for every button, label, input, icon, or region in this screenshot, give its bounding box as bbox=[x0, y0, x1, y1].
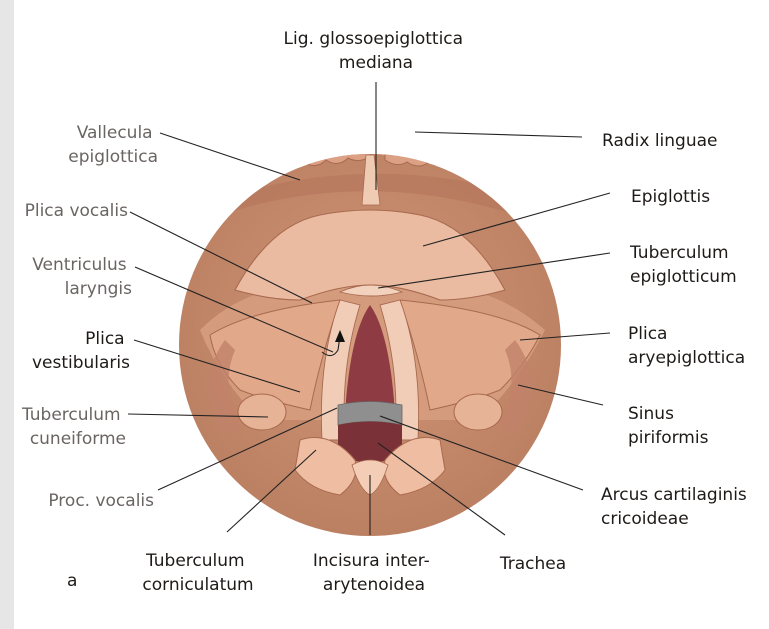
tuberculum-cuneiforme-right-shape bbox=[453, 393, 503, 431]
panel-letter: a bbox=[67, 571, 77, 591]
plica-vestibularis-right-shape bbox=[399, 299, 541, 411]
label-plica-aryepiglottica: Plica aryepiglottica bbox=[628, 324, 745, 368]
label-lig-glossoepiglottica-line2: mediana bbox=[339, 53, 413, 73]
label-vallecula: Vallecula epiglottica bbox=[68, 123, 158, 167]
label-ventriculus-line2: laryngis bbox=[65, 279, 132, 299]
label-vallecula-line2: epiglottica bbox=[68, 147, 158, 167]
label-sinus-piriformis: Sinus piriformis bbox=[628, 404, 709, 448]
label-plica-vestibularis-line1: Plica bbox=[85, 329, 124, 349]
tuberculum-cuneiforme-left-shape bbox=[237, 393, 287, 431]
label-sinus-piriformis-line2: piriformis bbox=[628, 428, 709, 448]
label-vallecula-line1: Vallecula bbox=[77, 123, 153, 143]
label-tuberculum-cuneiforme-line1: Tuberculum bbox=[21, 405, 121, 425]
tuberculum-epiglotticum-shape bbox=[338, 284, 404, 297]
label-incisura-interarytenoidea: Incisura inter- arytenoidea bbox=[313, 551, 435, 595]
label-tuberculum-corniculatum-line1: Tuberculum bbox=[145, 551, 245, 571]
label-tuberculum-cuneiforme-line2: cuneiforme bbox=[30, 429, 126, 449]
label-incisura-line2: arytenoidea bbox=[323, 575, 425, 595]
ventriculus-arrow bbox=[321, 335, 341, 357]
label-radix-linguae: Radix linguae bbox=[602, 131, 718, 151]
label-incisura-line1: Incisura inter- bbox=[313, 551, 430, 571]
label-plica-aryepiglottica-line1: Plica bbox=[628, 324, 667, 344]
label-plica-vocalis: Plica vocalis bbox=[25, 201, 129, 221]
label-epiglottis: Epiglottis bbox=[631, 187, 710, 207]
label-tuberculum-cuneiforme: Tuberculum cuneiforme bbox=[21, 405, 126, 449]
label-tuberculum-epiglotticum-line2: epiglotticum bbox=[630, 267, 737, 287]
label-lig-glossoepiglottica: Lig. glossoepiglottica mediana bbox=[284, 29, 469, 73]
label-trachea: Trachea bbox=[499, 554, 566, 574]
label-ventriculus-line1: Ventriculus bbox=[32, 255, 127, 275]
label-plica-vestibularis-line2: vestibularis bbox=[32, 353, 130, 373]
label-tuberculum-corniculatum-line2: corniculatum bbox=[142, 575, 253, 595]
larynx-illustration bbox=[179, 154, 561, 536]
label-tuberculum-epiglotticum: Tuberculum epiglotticum bbox=[629, 243, 737, 287]
label-plica-vestibularis: Plica vestibularis bbox=[32, 329, 130, 373]
label-tuberculum-corniculatum: Tuberculum corniculatum bbox=[142, 551, 253, 595]
label-proc-vocalis: Proc. vocalis bbox=[48, 491, 154, 511]
trachea-shape bbox=[338, 421, 402, 463]
tuberculum-corniculatum-shape bbox=[294, 437, 446, 496]
label-arcus-cricoideae: Arcus cartilaginis cricoideae bbox=[601, 485, 752, 529]
leader-lines bbox=[127, 82, 611, 536]
label-tuberculum-epiglotticum-line1: Tuberculum bbox=[629, 243, 729, 263]
epiglottis-shape bbox=[234, 209, 506, 301]
label-arcus-cricoideae-line1: Arcus cartilaginis bbox=[601, 485, 747, 505]
vallecula-shape bbox=[180, 173, 561, 235]
label-plica-aryepiglottica-line2: aryepiglottica bbox=[628, 348, 745, 368]
labels: Lig. glossoepiglottica mediana Vallecula… bbox=[21, 29, 752, 595]
label-arcus-cricoideae-line2: cricoideae bbox=[601, 509, 689, 529]
arcus-cricoideae-shape bbox=[337, 401, 403, 426]
label-lig-glossoepiglottica-line1: Lig. glossoepiglottica bbox=[284, 29, 464, 49]
label-ventriculus: Ventriculus laryngis bbox=[32, 255, 132, 299]
plica-vestibularis-left-shape bbox=[209, 299, 341, 411]
page-edge-shadow bbox=[0, 0, 14, 629]
ventriculus-arrowhead-icon bbox=[335, 330, 345, 342]
label-sinus-piriformis-line1: Sinus bbox=[628, 404, 674, 424]
